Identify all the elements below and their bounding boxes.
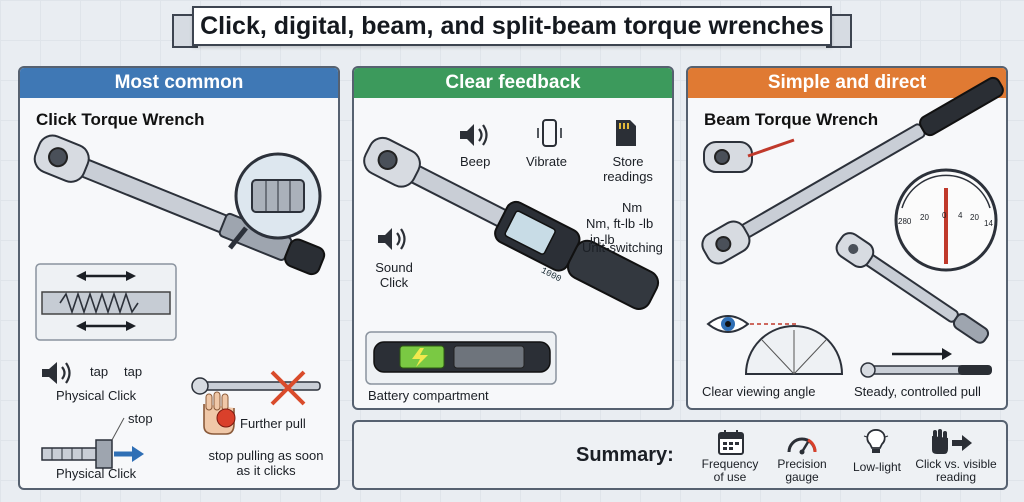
summary-item-precision: Precision gauge: [777, 457, 827, 484]
units-inlb-label: in-lb: [590, 232, 615, 247]
speaker-icon: [42, 362, 71, 384]
page-title: Click, digital, beam, and split-beam tor…: [192, 6, 832, 46]
summary-panel: Summary: Frequency of use Precision gaug…: [352, 420, 1008, 490]
click-wrench-panel: Most common Click Torque Wrench: [18, 66, 340, 490]
vibrate-phone-icon: [537, 119, 562, 147]
battery-compartment-label: Battery compartment: [368, 388, 489, 403]
beep-label: Beep: [460, 154, 491, 169]
tap-label-2: tap: [124, 364, 143, 379]
steady-pull-label: Steady, controlled pull: [854, 384, 981, 399]
scale-label: 14: [984, 219, 993, 228]
hand-pointer-icon: [932, 429, 972, 454]
viewing-angle-label: Clear viewing angle: [702, 384, 816, 399]
panel-header-simple-direct: Simple and direct: [688, 68, 1006, 98]
beam-wrench-panel: Simple and direct Beam Torque Wrench: [686, 66, 1008, 410]
calendar-icon: [718, 430, 744, 455]
further-pull-label: Further pull: [240, 416, 306, 431]
digital-wrench-panel: Clear feedback 1000 Beep Vibrate Store: [352, 66, 674, 410]
sound-click-label: Sound Click: [375, 260, 413, 290]
summary-item-frequency: Frequency of use: [701, 457, 759, 484]
summary-item-click-vs-visible: Click vs. visible reading: [915, 457, 997, 484]
stop-hand-icon: [203, 391, 236, 435]
summary-item-lowlight: Low-light: [852, 460, 902, 474]
physical-click-label-1: Physical Click: [56, 388, 137, 403]
store-readings-label: Store readings: [603, 154, 653, 184]
beep-speaker-icon: [460, 124, 488, 146]
sound-speaker-icon: [378, 228, 406, 250]
tap-label-1: tap: [90, 364, 109, 379]
scale-label: 280: [898, 217, 912, 226]
scale-label: 4: [958, 211, 963, 220]
gauge-icon: [787, 437, 817, 455]
click-wrench-title: Click Torque Wrench: [36, 110, 205, 129]
digital-wrench-illustration: [363, 136, 660, 385]
memory-card-icon: [616, 120, 636, 146]
beam-wrench-illustration: [701, 76, 1004, 378]
panel-header-most-common: Most common: [20, 68, 338, 98]
summary-label: Summary:: [576, 444, 674, 466]
units-nm-label: Nm: [622, 200, 643, 215]
physical-click-label-2: Physical Click: [56, 466, 137, 481]
units-combo-label: Nm, ft-lb -lb: [586, 216, 654, 231]
click-wrench-illustration: [33, 134, 326, 469]
stop-pulling-label: stop pulling as soon as it clicks: [208, 448, 324, 478]
stop-label: stop: [128, 411, 153, 426]
scale-label: 20: [970, 213, 979, 222]
scale-label: 0: [942, 211, 947, 220]
vibrate-label: Vibrate: [526, 154, 567, 169]
unit-switching-label: Unit-switching: [582, 240, 663, 255]
scale-label: 20: [920, 213, 929, 222]
lightbulb-icon: [863, 429, 889, 453]
beam-wrench-title: Beam Torque Wrench: [704, 110, 879, 129]
panel-header-clear-feedback: Clear feedback: [354, 68, 672, 98]
